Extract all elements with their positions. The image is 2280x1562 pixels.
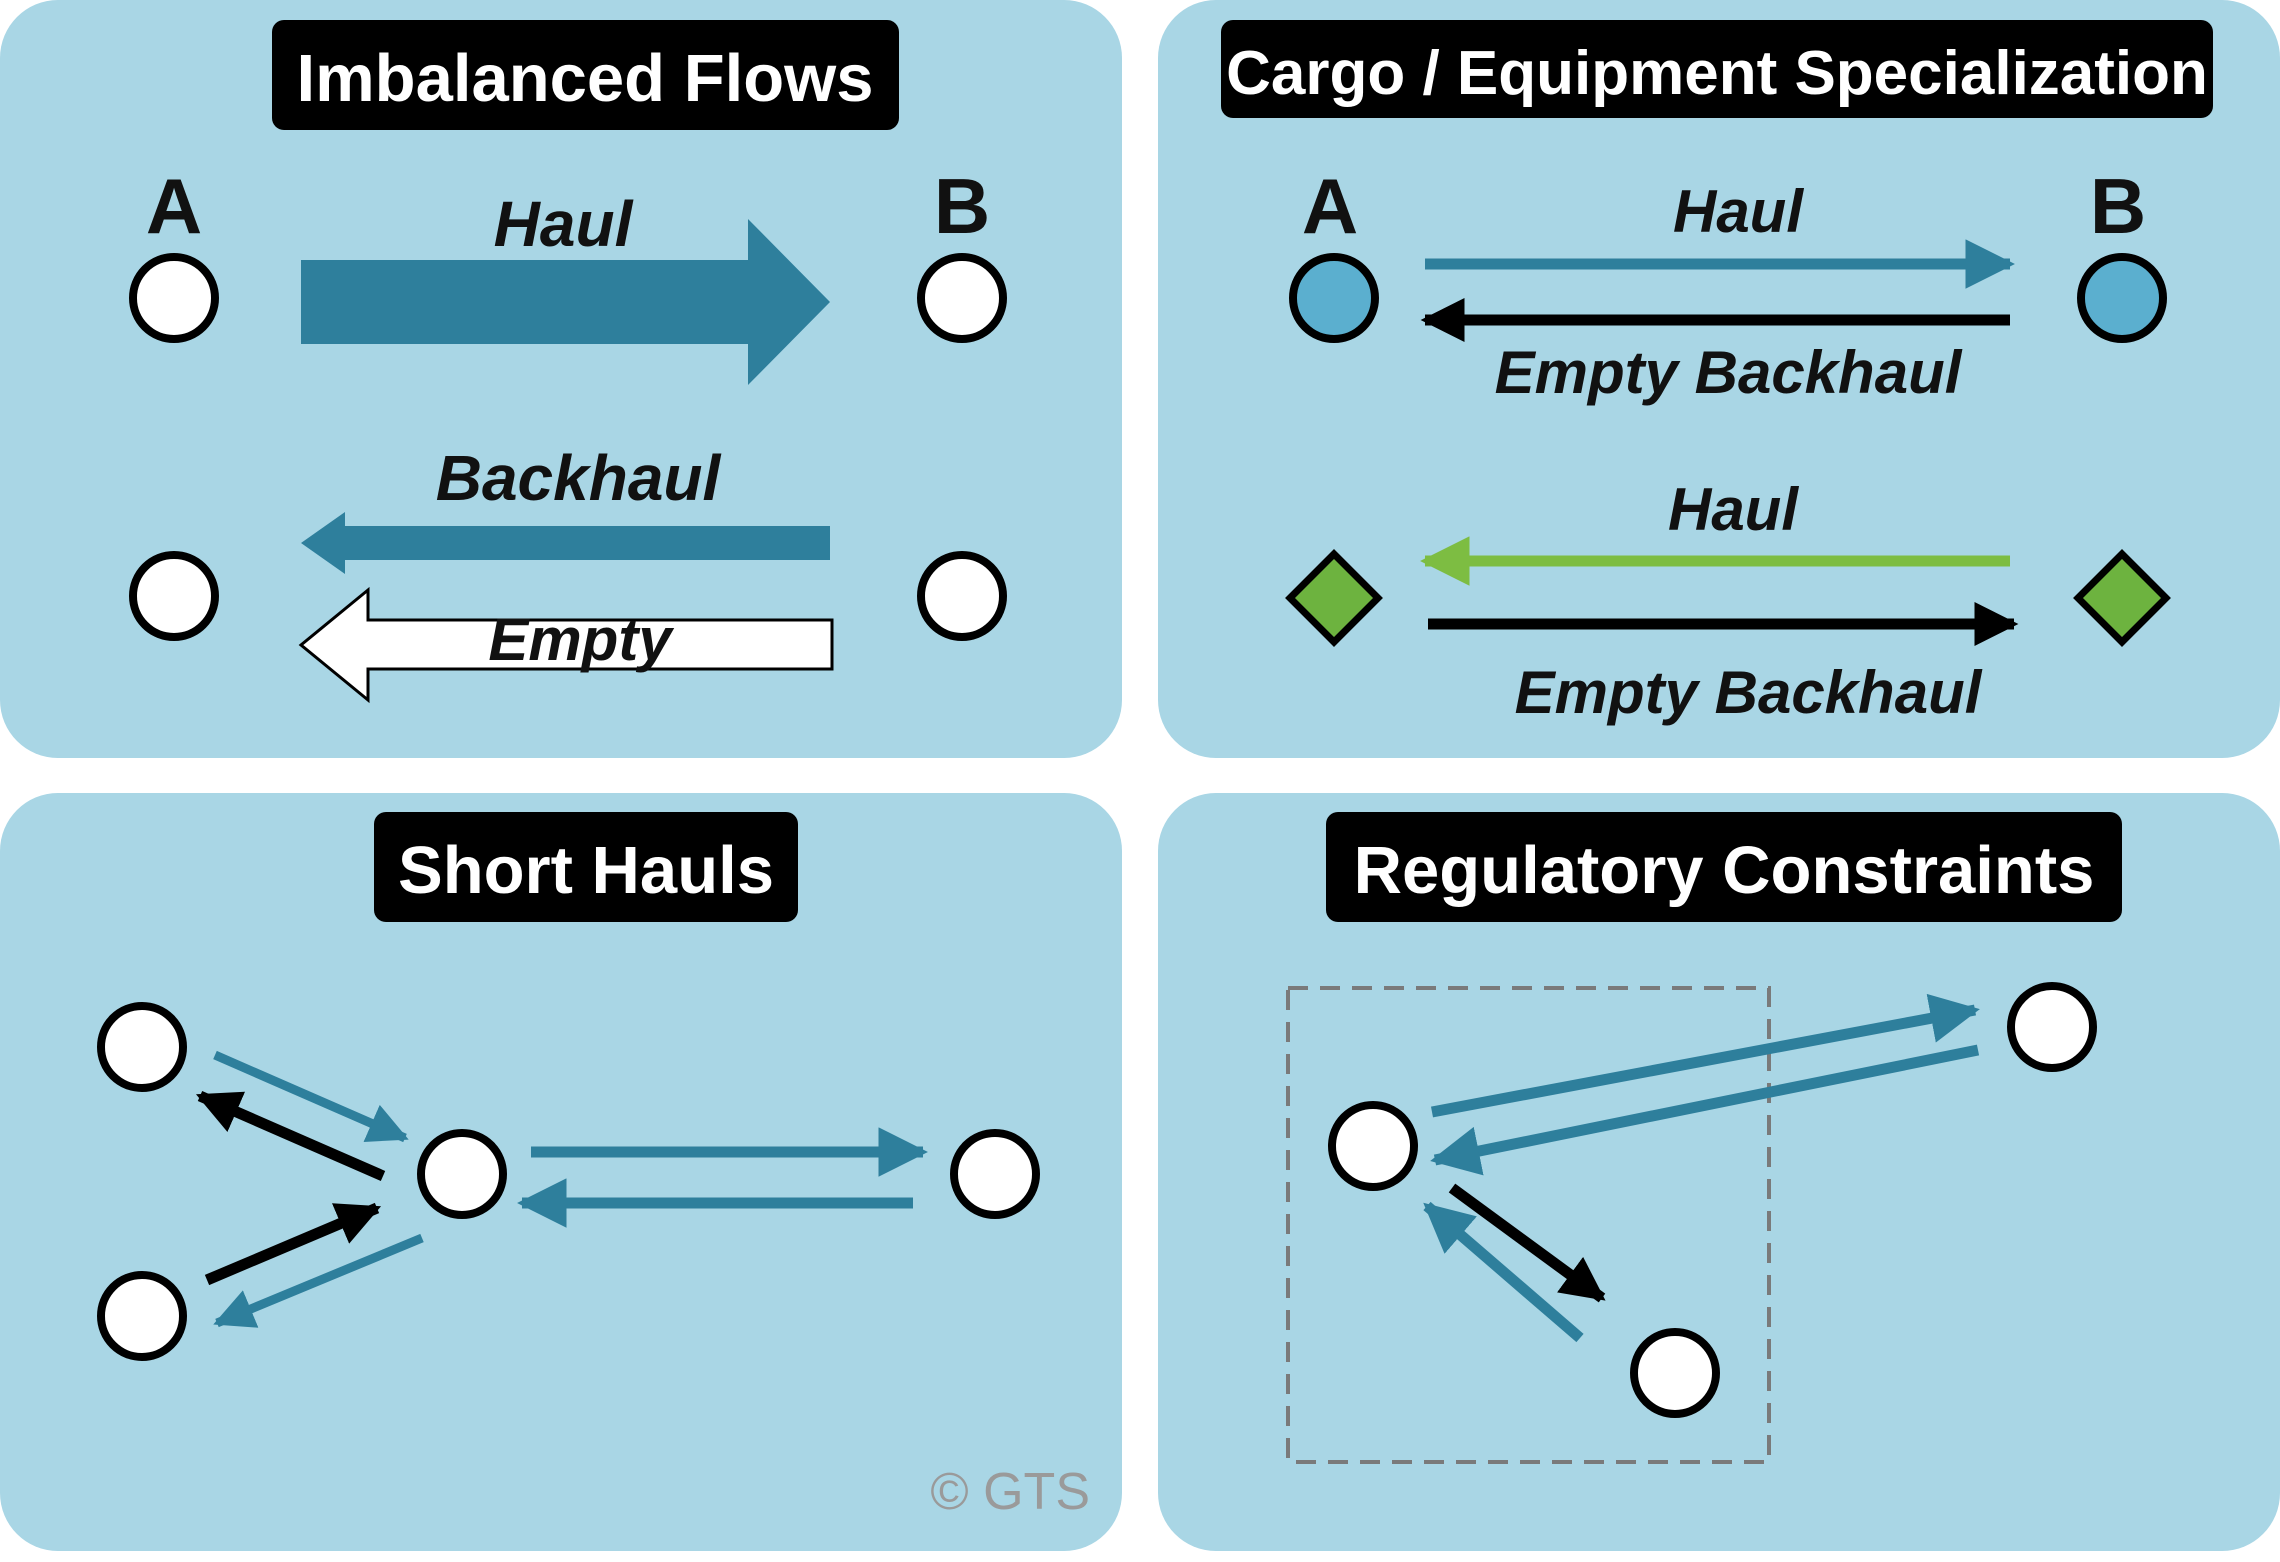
node-hub	[417, 1129, 507, 1219]
empty-arrow-to-lower	[1448, 1183, 1606, 1303]
haul-label-1: Haul	[1673, 178, 1804, 245]
haul-arrow-from-lower	[1423, 1201, 1584, 1343]
panel-title: Regulatory Constraints	[1354, 833, 2095, 908]
node-b	[917, 253, 1007, 343]
empty-arrow-bottomleft-to-hub	[204, 1202, 382, 1286]
panel-imbalanced-flows: Imbalanced Flows A B Haul Backhaul Empty	[0, 0, 1122, 758]
empty-backhaul-label-2: Empty Backhaul	[1515, 659, 1983, 726]
panel-title-box	[272, 20, 899, 130]
empty-arrow-hub-to-topleft	[195, 1090, 386, 1182]
backhaul-label: Backhaul	[436, 442, 722, 514]
copyright-notice: © GTS	[930, 1463, 1090, 1521]
node-a-green	[1285, 549, 1383, 647]
node-a-label: A	[1302, 162, 1358, 250]
panel-background	[0, 0, 1122, 758]
node-a-label: A	[146, 162, 202, 250]
node-b-green	[2073, 549, 2171, 647]
node-a	[129, 253, 219, 343]
big-haul-arrow	[301, 219, 830, 385]
node-a-blue	[1289, 253, 1379, 343]
panel-short-hauls: Short Hauls © GTS	[0, 793, 1122, 1551]
empty-label: Empty	[488, 606, 674, 673]
node-a-lower	[129, 551, 219, 641]
empty-backhaul-label-1: Empty Backhaul	[1495, 339, 1963, 406]
haul-arrow-from-outside	[1430, 1044, 1980, 1176]
haul-label-2: Haul	[1668, 476, 1799, 543]
node-b-label: B	[934, 162, 990, 250]
node-b-label: B	[2090, 162, 2146, 250]
node-b-blue	[2077, 253, 2167, 343]
panel-background	[1158, 793, 2280, 1551]
node-inside-main	[1328, 1101, 1418, 1191]
panel-title-box	[374, 812, 798, 922]
regulatory-boundary	[1286, 986, 1771, 1464]
node-top-left	[97, 1002, 187, 1092]
node-inside-lower	[1630, 1328, 1720, 1418]
panel-regulatory-constraints: Regulatory Constraints	[1158, 793, 2280, 1551]
haul-arrow-hub-to-bottomleft	[213, 1233, 424, 1328]
panel-title: Imbalanced Flows	[296, 41, 873, 116]
panel-specialization: Cargo / Equipment Specialization A B Hau…	[1158, 0, 2280, 758]
node-bottom-left	[97, 1271, 187, 1361]
backhaul-arrow	[301, 512, 830, 574]
empty-arrow	[298, 586, 834, 704]
haul-label: Haul	[494, 188, 634, 260]
panel-title: Cargo / Equipment Specialization	[1226, 39, 2208, 108]
haul-arrow-to-outside	[1430, 993, 1980, 1118]
panel-title: Short Hauls	[398, 833, 774, 908]
node-b-lower	[917, 551, 1007, 641]
panel-background	[0, 793, 1122, 1551]
panel-title-box	[1221, 20, 2213, 118]
node-right	[950, 1129, 1040, 1219]
panel-title-box	[1326, 812, 2122, 922]
haul-arrow-topleft-to-hub	[213, 1050, 409, 1143]
node-outside	[2007, 982, 2097, 1072]
